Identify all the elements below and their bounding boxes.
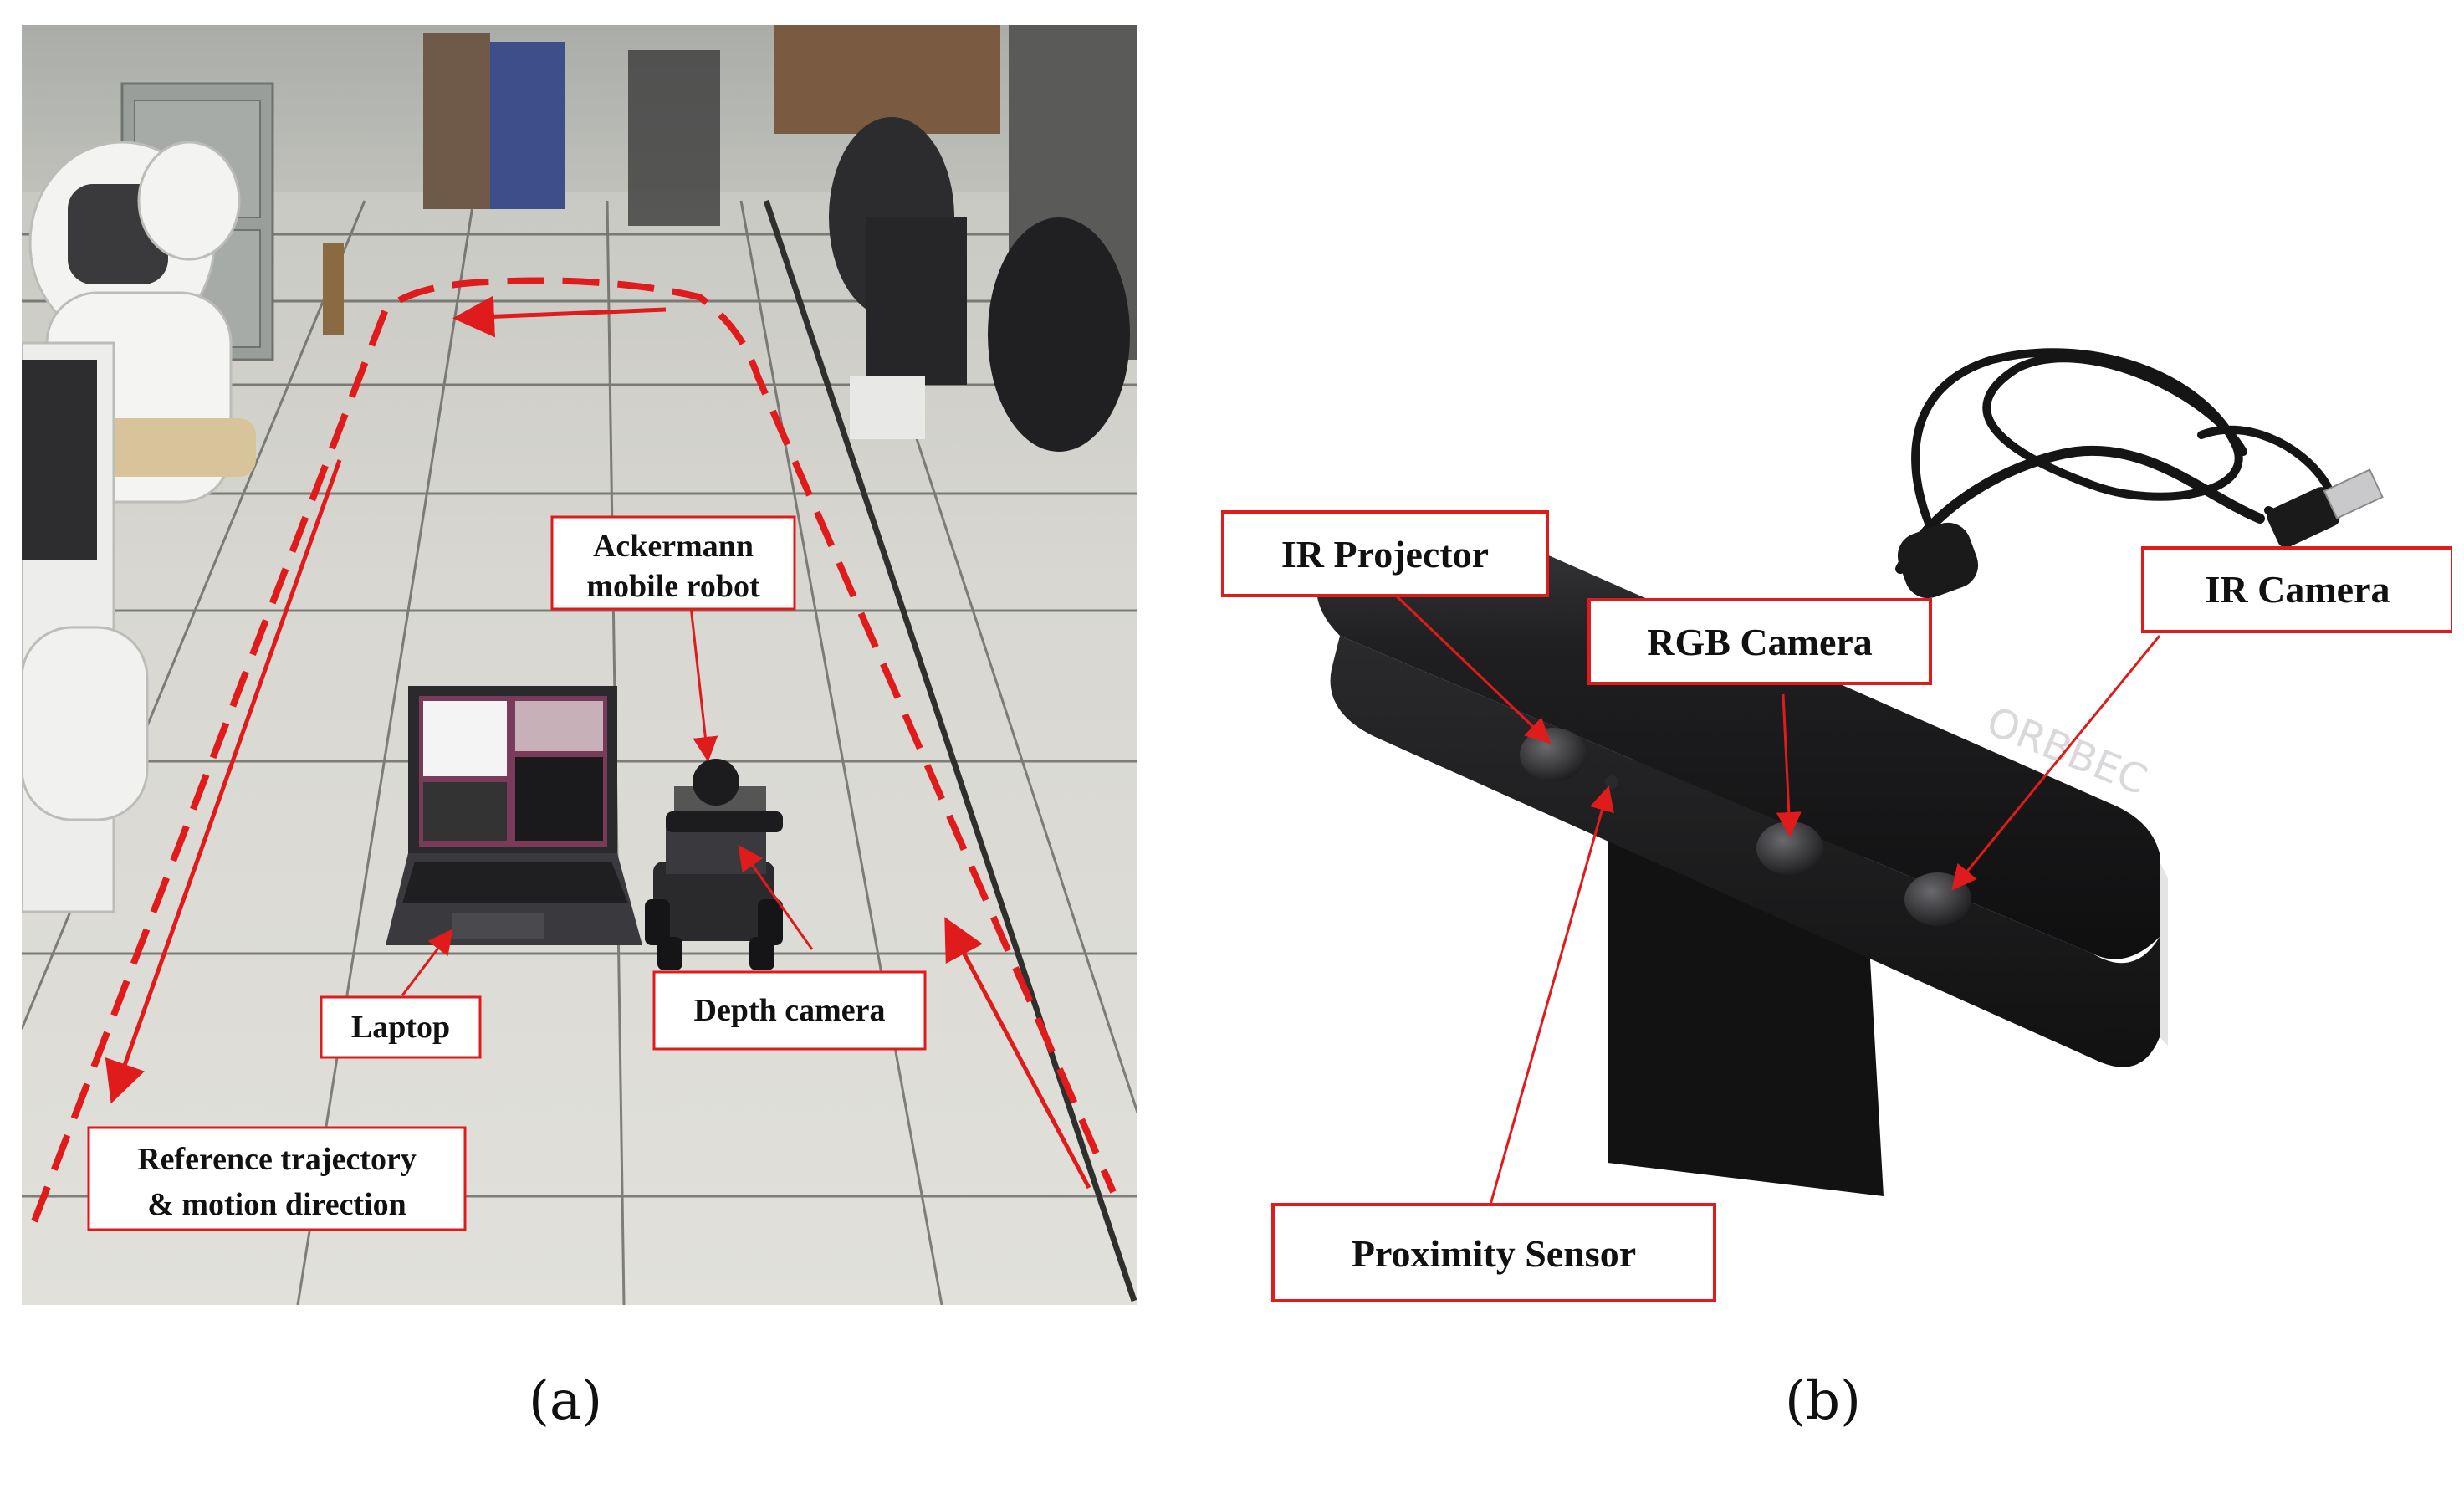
svg-text:Depth camera: Depth camera bbox=[694, 993, 886, 1028]
svg-text:& motion direction: & motion direction bbox=[147, 1187, 406, 1222]
svg-text:Proximity Sensor: Proximity Sensor bbox=[1352, 1232, 1636, 1275]
label-ackermann-robot: Ackermann mobile robot bbox=[550, 515, 796, 611]
svg-text:RGB Camera: RGB Camera bbox=[1647, 621, 1873, 663]
lab-photo: Ackermann mobile robot Laptop Depth came… bbox=[22, 25, 1137, 1305]
ir-camera-lens bbox=[1904, 872, 1971, 926]
svg-text:mobile robot: mobile robot bbox=[586, 569, 760, 604]
label-reference-trajectory: Reference trajectory & motion direction bbox=[87, 1126, 467, 1231]
ir-projector-lens bbox=[1520, 728, 1587, 781]
ferrite-core bbox=[1897, 522, 1979, 599]
depth-camera-photo: ORBBEC IR Projector RGB Camera IR Camera… bbox=[1214, 318, 2452, 1372]
rgb-camera-lens bbox=[1756, 821, 1823, 875]
caption-b: (b) bbox=[1785, 1370, 1861, 1432]
reference-trajectory bbox=[31, 277, 1117, 1223]
label-depth-camera: Depth camera bbox=[652, 970, 927, 1051]
floor-seam bbox=[763, 199, 1137, 1302]
service-robots bbox=[22, 141, 256, 913]
laptop bbox=[386, 686, 642, 945]
svg-text:Laptop: Laptop bbox=[351, 1010, 450, 1045]
svg-text:Ackermann: Ackermann bbox=[593, 529, 754, 564]
usb-plug bbox=[2267, 468, 2384, 548]
label-laptop: Laptop bbox=[320, 995, 482, 1059]
svg-text:Reference trajectory: Reference trajectory bbox=[137, 1142, 417, 1177]
label-ir-projector: IR Projector bbox=[1221, 510, 1549, 597]
proximity-sensor-dot bbox=[1605, 775, 1618, 789]
leader-lines-b bbox=[1393, 592, 2161, 1205]
label-rgb-camera: RGB Camera bbox=[1587, 598, 1932, 685]
label-ir-camera: IR Camera bbox=[2141, 546, 2452, 633]
caption-a: (a) bbox=[529, 1370, 603, 1432]
leader-lines bbox=[401, 606, 814, 996]
label-proximity-sensor: Proximity Sensor bbox=[1271, 1203, 1716, 1302]
svg-text:IR Projector: IR Projector bbox=[1281, 533, 1489, 576]
svg-text:IR Camera: IR Camera bbox=[2206, 568, 2390, 611]
motion-direction-arrows bbox=[105, 295, 1091, 1190]
